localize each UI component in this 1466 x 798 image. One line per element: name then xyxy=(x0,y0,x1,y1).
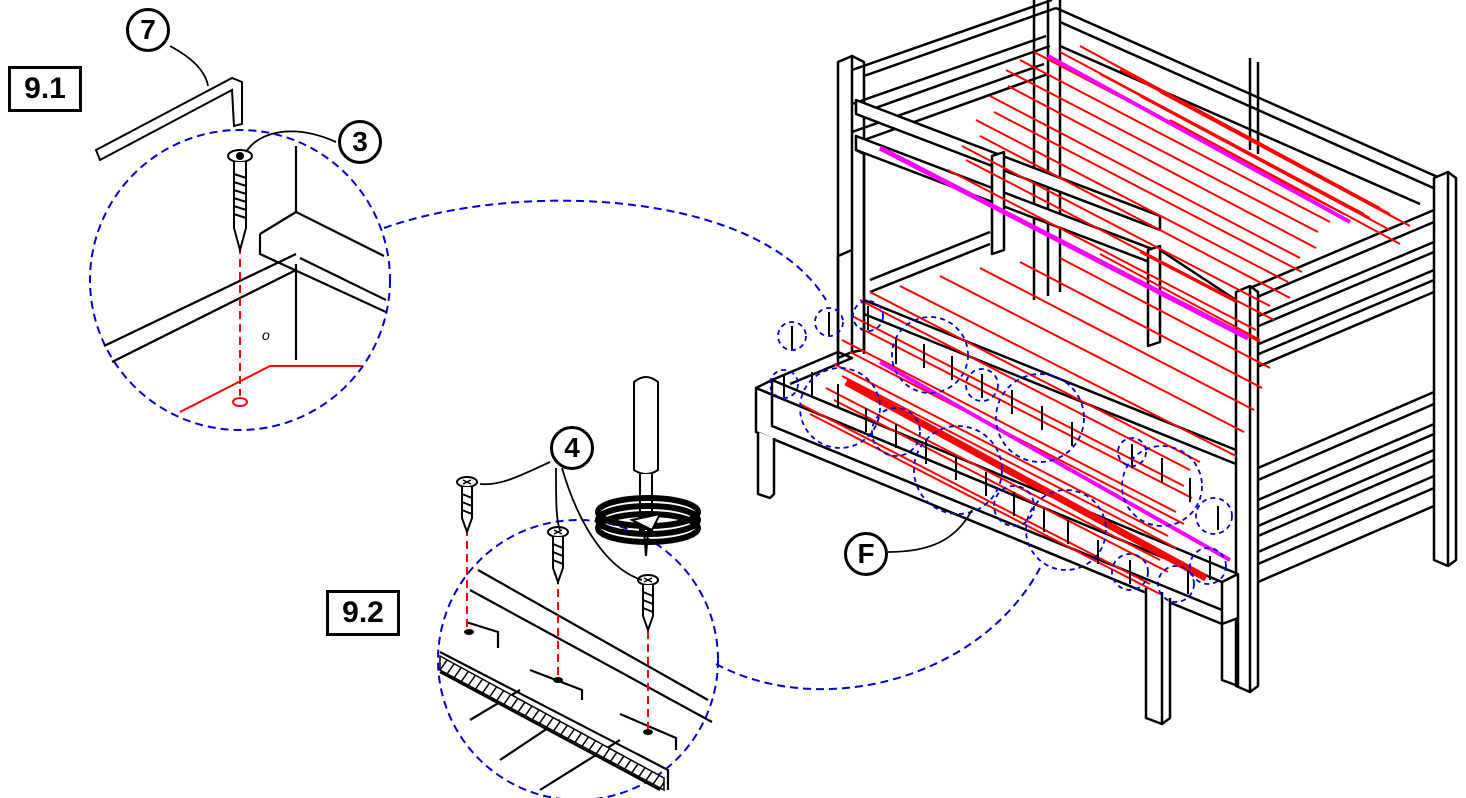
callout-slat-frame: F xyxy=(844,532,888,576)
screw-icons xyxy=(456,476,659,633)
upper-bunk-slats xyxy=(947,45,1411,343)
detail-9-2-circle xyxy=(437,519,719,798)
lower-bunk-support-rail xyxy=(879,360,1231,562)
callout-screws: 4 xyxy=(550,426,594,470)
callout-bolt: 3 xyxy=(338,120,382,164)
screw-icon xyxy=(547,526,569,585)
lower-bunk-slats xyxy=(799,251,1271,595)
screw-detail-circles xyxy=(769,300,1233,603)
lower-front-rail xyxy=(754,378,1240,626)
lower-back-rail xyxy=(863,298,1237,466)
right-upper-end-panel xyxy=(1249,170,1458,568)
lower-bunk-screws xyxy=(783,306,1219,594)
callout-allen-key: 7 xyxy=(126,8,170,52)
rotation-arrow-icon xyxy=(595,495,701,545)
detail-9-1-circle xyxy=(89,129,391,431)
center-back-posts xyxy=(1032,0,1062,300)
detail-9-2-hole-marks xyxy=(464,629,653,735)
right-lower-end-panel xyxy=(1257,390,1435,584)
step-label-9-2: 9.2 xyxy=(326,590,400,636)
detail-9-2-screw-holes xyxy=(466,528,649,730)
screw-icon xyxy=(456,476,478,535)
allen-key-icon xyxy=(94,76,243,162)
lower-front-legs xyxy=(756,432,1240,726)
detail-connectors xyxy=(383,199,1041,691)
slat-frame-leader xyxy=(887,509,973,553)
screw-icon xyxy=(637,574,659,633)
svg-text:o: o xyxy=(262,327,270,343)
right-front-post xyxy=(1234,284,1260,694)
left-front-posts xyxy=(836,230,991,366)
bolt-icon xyxy=(227,149,253,254)
step-label-9-1: 9.1 xyxy=(8,66,82,112)
lower-left-end-rail xyxy=(771,350,854,386)
detail-9-2-hatch xyxy=(439,654,665,792)
detail-9-2-leader-lines xyxy=(479,461,643,581)
detail-9-1-leader-lines xyxy=(169,45,337,153)
screwdriver-icon xyxy=(633,376,659,557)
lower-bunk-center-rail xyxy=(844,378,1208,582)
detail-9-1-drawing: o xyxy=(103,146,387,363)
upper-bunk-center-rail xyxy=(878,145,1250,341)
upper-bunk-support-rail xyxy=(1047,54,1351,224)
detail-9-1-hole-outline xyxy=(179,246,362,413)
right-back-rails xyxy=(1055,6,1441,206)
